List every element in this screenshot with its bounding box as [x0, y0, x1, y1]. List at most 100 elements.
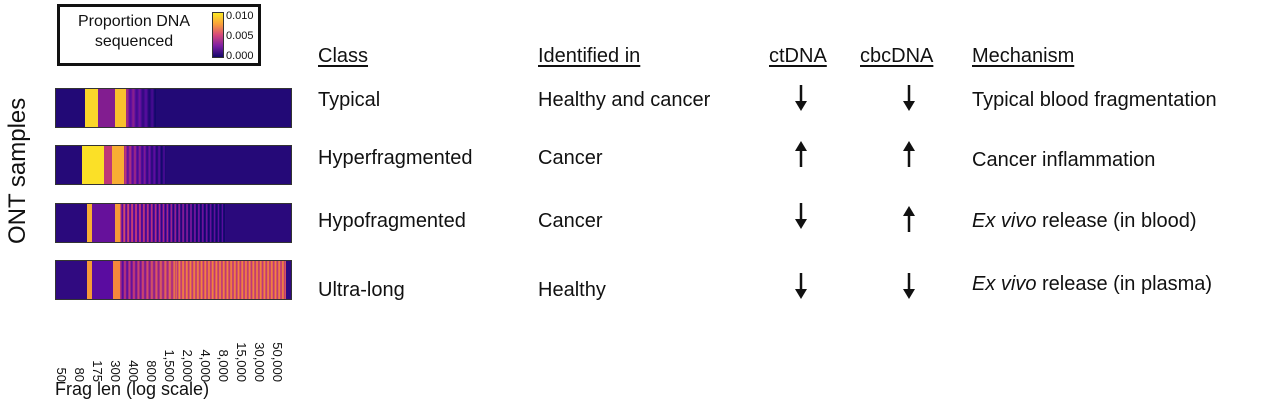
- heatmap-cell: [209, 204, 211, 242]
- heatmap-cell: [165, 261, 167, 299]
- heatmap-cell: [181, 204, 183, 242]
- heatmap-cell: [102, 89, 104, 127]
- cbcdna-arrow: [899, 205, 919, 233]
- heatmap-cell: [234, 89, 236, 127]
- heatmap-cell: [112, 261, 114, 299]
- heatmap-cell: [180, 261, 182, 299]
- heatmap-cell: [192, 204, 194, 242]
- heatmap-cell: [219, 261, 221, 299]
- heatmap-cell: [280, 261, 282, 299]
- heatmap-cell: [139, 146, 141, 184]
- heatmap-cell: [249, 261, 251, 299]
- heatmap-cell: [156, 204, 158, 242]
- heatmap-cell: [62, 89, 64, 127]
- heatmap-cell: [248, 261, 250, 299]
- heatmap-cell: [291, 261, 292, 300]
- heatmap-cell: [92, 146, 94, 184]
- heatmap-cell: [285, 204, 287, 242]
- heatmap-cell: [286, 146, 288, 184]
- heatmap-cell: [201, 261, 203, 299]
- heatmap-cell: [287, 89, 289, 127]
- heatmap-cell: [108, 89, 110, 127]
- heatmap-cell: [247, 146, 249, 184]
- row-mechanism: Cancer inflammation: [972, 148, 1155, 172]
- heatmap-cell: [130, 261, 132, 299]
- heatmap-cell: [105, 146, 107, 184]
- heatmap-cell: [57, 204, 59, 242]
- heatmap-cell: [101, 204, 103, 242]
- heatmap-cell: [249, 89, 251, 127]
- heatmap-cell: [188, 204, 190, 242]
- legend-title-line2: sequenced: [94, 33, 174, 50]
- heatmap-cell: [218, 89, 220, 127]
- heatmap-cell: [113, 204, 115, 242]
- heatmap-cell: [203, 261, 205, 299]
- heatmap-cell: [208, 89, 210, 127]
- heatmap-cell: [168, 204, 170, 242]
- heatmap-cell: [133, 261, 135, 299]
- mechanism-italic: Ex vivo: [972, 273, 1037, 295]
- heatmap-cell: [127, 204, 129, 242]
- mechanism-text: release (in plasma): [1036, 273, 1213, 295]
- heatmap-cell: [154, 204, 156, 242]
- heatmap-cell: [72, 89, 74, 127]
- heatmap-cell: [219, 146, 221, 184]
- heatmap-cell: [72, 146, 74, 184]
- legend-title-line1: Proportion DNA: [77, 13, 191, 30]
- heatmap-cell: [75, 146, 77, 184]
- heatmap-cell: [93, 204, 95, 242]
- heatmap-cell: [179, 89, 181, 127]
- heatmap-cell: [242, 261, 244, 299]
- heatmap-cell: [69, 204, 71, 242]
- x-tick: 400: [126, 360, 141, 382]
- heatmap-cell: [65, 146, 67, 184]
- heatmap-cell: [199, 146, 201, 184]
- heatmap-cell: [217, 204, 219, 242]
- heatmap-cell: [265, 89, 267, 127]
- heatmap-cell: [58, 89, 60, 127]
- heatmap-cell: [233, 204, 235, 242]
- heatmap-cell: [253, 146, 255, 184]
- heatmap-cell: [120, 204, 122, 242]
- heatmap-cell: [272, 146, 274, 184]
- heatmap-cell: [122, 89, 124, 127]
- heatmap-cell: [164, 261, 166, 299]
- heatmap-cell: [278, 146, 280, 184]
- arrow-down-icon: [795, 203, 807, 229]
- heatmap-cell: [75, 204, 77, 242]
- heatmap-cell: [75, 89, 77, 127]
- heatmap-cell: [125, 204, 127, 242]
- heatmap-cell: [236, 261, 238, 299]
- heatmap-typical-canvas: [56, 89, 291, 127]
- heatmap-cell: [259, 204, 261, 242]
- heatmap-cell: [284, 204, 286, 242]
- heatmap-cell: [197, 261, 199, 299]
- heatmap-cell: [256, 261, 258, 299]
- heatmap-cell: [74, 204, 76, 242]
- heatmap-cell: [142, 89, 144, 127]
- heatmap-cell: [148, 261, 150, 299]
- heatmap-cell: [199, 204, 201, 242]
- heatmap-cell: [69, 89, 71, 127]
- heatmap-cell: [115, 146, 117, 184]
- heatmap-cell: [243, 261, 245, 299]
- heatmap-cell: [67, 146, 69, 184]
- heatmap-cell: [206, 89, 208, 127]
- heatmap-cell: [153, 146, 155, 184]
- heatmap-cell: [243, 146, 245, 184]
- heatmap-cell: [94, 146, 96, 184]
- heatmap-cell: [81, 261, 83, 299]
- heatmap-cell: [135, 261, 137, 299]
- x-tick: 30,000: [252, 342, 267, 382]
- heatmap-cell: [236, 204, 238, 242]
- heatmap-cell: [289, 89, 291, 127]
- x-tick: 50: [54, 367, 69, 382]
- heatmap-cell: [129, 261, 131, 299]
- heatmap-cell: [100, 146, 102, 184]
- heatmap-cell: [97, 89, 99, 127]
- heatmap-cell: [107, 146, 109, 184]
- heatmap-cell: [155, 146, 157, 184]
- heatmap-cell: [138, 261, 140, 299]
- heatmap-cell: [125, 261, 127, 299]
- heatmap-cell: [124, 204, 126, 242]
